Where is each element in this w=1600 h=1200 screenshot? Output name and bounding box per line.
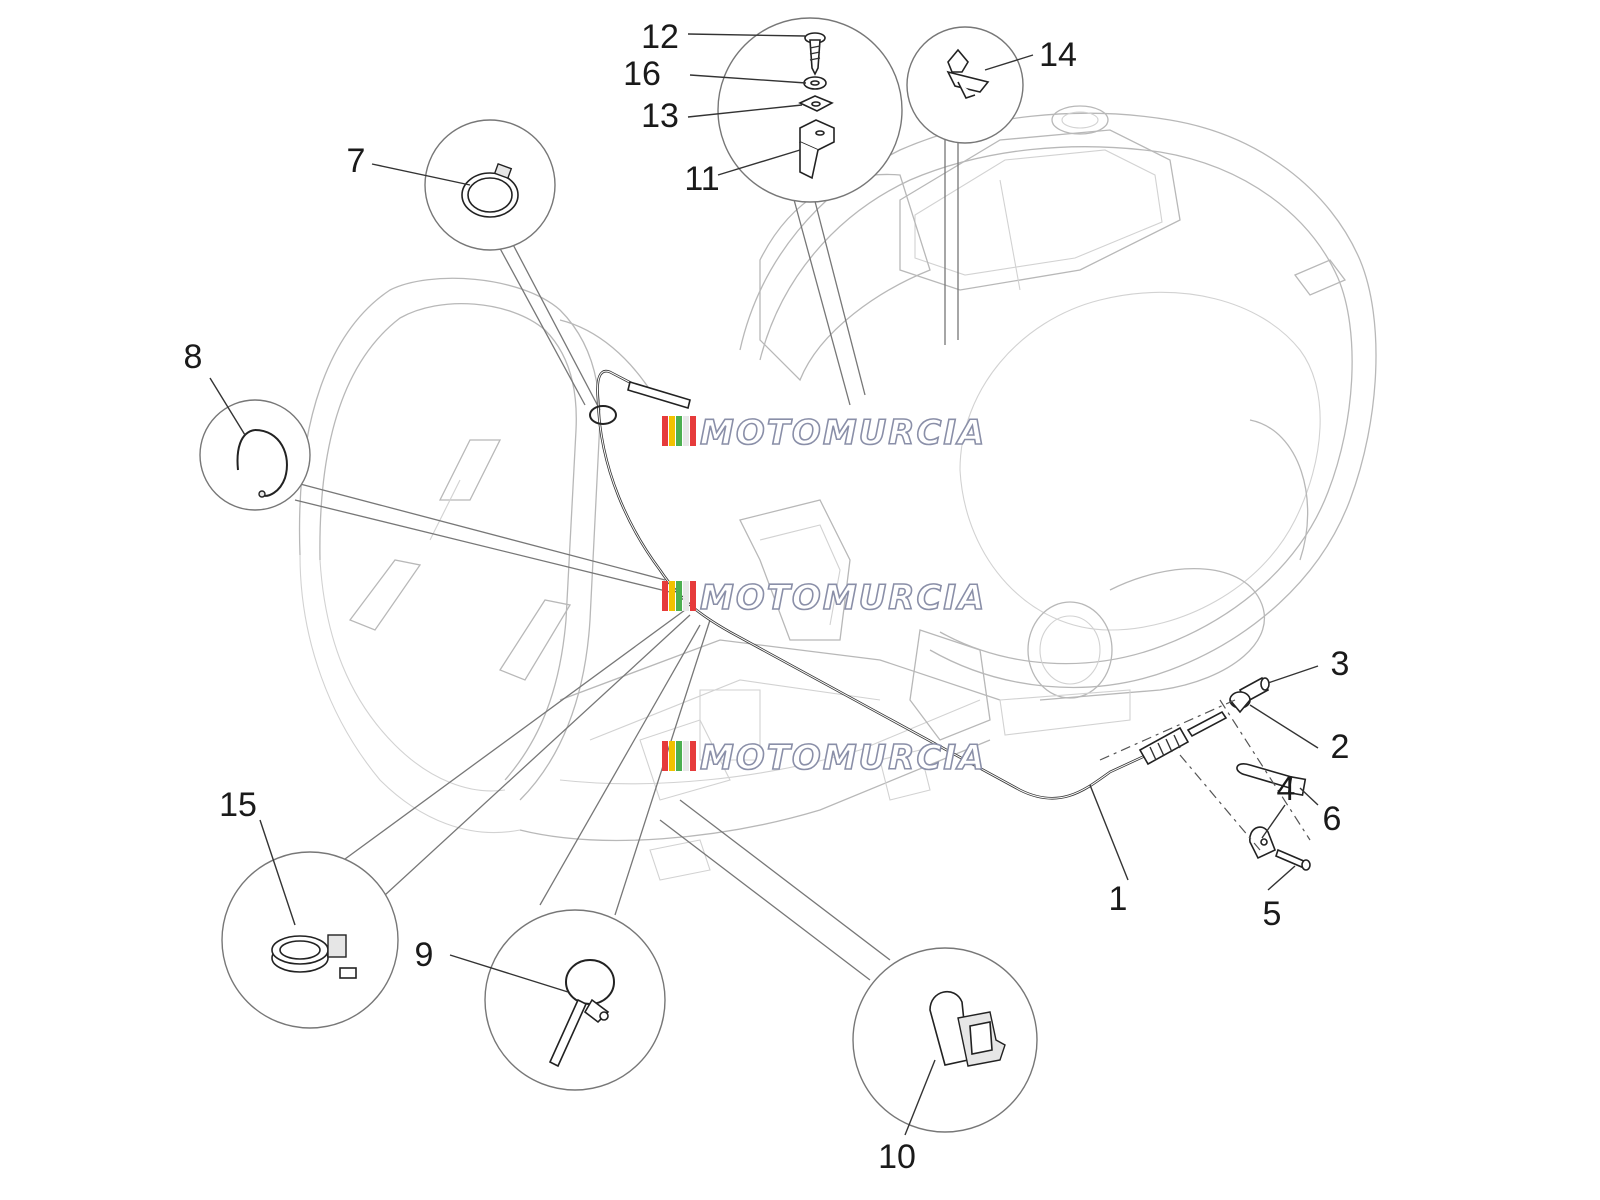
callout-11: 11 <box>684 160 719 198</box>
part-2-cable-nipple <box>1229 691 1251 714</box>
part-7-band-clamp <box>461 163 519 218</box>
leader-4 <box>1261 804 1286 839</box>
scooter-body-outline <box>298 105 1377 881</box>
leader-15 <box>259 819 296 926</box>
part-1-cable <box>589 369 1228 800</box>
leader-9 <box>449 954 569 993</box>
part-4-cable-guide <box>1249 826 1277 860</box>
callout-15: 15 <box>219 786 257 824</box>
watermark-text: MOTOMURCIA <box>700 413 986 453</box>
part-8-wire-ring <box>236 429 288 498</box>
watermark-text: MOTOMURCIA <box>700 578 986 618</box>
detail-link-15 <box>329 609 686 871</box>
leader-6 <box>1299 787 1319 806</box>
leader-16 <box>689 74 807 84</box>
leader-8 <box>209 377 246 436</box>
callout-12: 12 <box>641 18 679 56</box>
detail-circle-11 <box>717 17 903 203</box>
callout-6: 6 <box>1323 800 1342 838</box>
detail-link-11 <box>789 184 851 406</box>
part-13-clip-nut <box>798 95 834 112</box>
assembly-axis <box>1099 699 1311 851</box>
part-6-bracket-plate <box>1236 763 1307 797</box>
callout-9: 9 <box>415 936 434 974</box>
part-15-cable-holder <box>271 934 357 979</box>
watermark-text: MOTOMURCIA <box>700 738 986 778</box>
leader-10 <box>904 1059 936 1136</box>
part-10-double-clip <box>929 990 1006 1067</box>
wm-stripe-green <box>676 416 682 446</box>
part-11-bracket <box>799 119 835 180</box>
wm-stripe-red2 <box>690 416 696 446</box>
detail-link-8 <box>284 479 666 581</box>
callout-numbers: 1 2 3 4 5 6 7 8 9 10 11 12 13 14 15 16 <box>184 18 1350 1176</box>
wm-stripe-yellow <box>669 416 675 446</box>
callout-4: 4 <box>1277 770 1296 808</box>
part-14-push-clip <box>946 48 990 99</box>
leader-1 <box>1089 784 1129 881</box>
watermark-1: MOTOMURCIA <box>662 412 986 454</box>
part-9-cable-tie <box>548 959 615 1068</box>
wm-stripe-red <box>662 416 668 446</box>
callout-5: 5 <box>1263 895 1282 933</box>
leader-14 <box>984 54 1034 71</box>
wm-stripe-white <box>683 416 689 446</box>
leader-3 <box>1267 665 1319 684</box>
watermark-2: MOTOMURCIA <box>662 577 986 619</box>
callout-10: 10 <box>878 1138 916 1176</box>
detail-link-7 <box>507 234 601 411</box>
callout-1: 1 <box>1109 880 1128 918</box>
part-12-screw <box>804 32 826 76</box>
leader-7 <box>371 163 471 186</box>
detail-link-9 <box>539 624 701 906</box>
leader-5 <box>1267 865 1296 891</box>
leader-12 <box>687 33 806 37</box>
detail-circle-8 <box>199 399 311 511</box>
leader-2 <box>1249 704 1319 749</box>
leader-11 <box>717 149 801 176</box>
callout-7: 7 <box>347 142 366 180</box>
callout-14: 14 <box>1039 36 1077 74</box>
callout-3: 3 <box>1331 645 1350 683</box>
part-5-bolt <box>1275 848 1311 871</box>
callout-16: 16 <box>623 55 661 93</box>
leader-13 <box>687 104 803 118</box>
callout-8: 8 <box>184 338 203 376</box>
callout-13: 13 <box>641 97 679 135</box>
part-16-washer <box>803 76 827 90</box>
callout-2: 2 <box>1331 728 1350 766</box>
watermark-3: MOTOMURCIA <box>662 737 986 779</box>
detail-link-10 <box>679 799 891 961</box>
leader-lines <box>209 33 1319 1136</box>
